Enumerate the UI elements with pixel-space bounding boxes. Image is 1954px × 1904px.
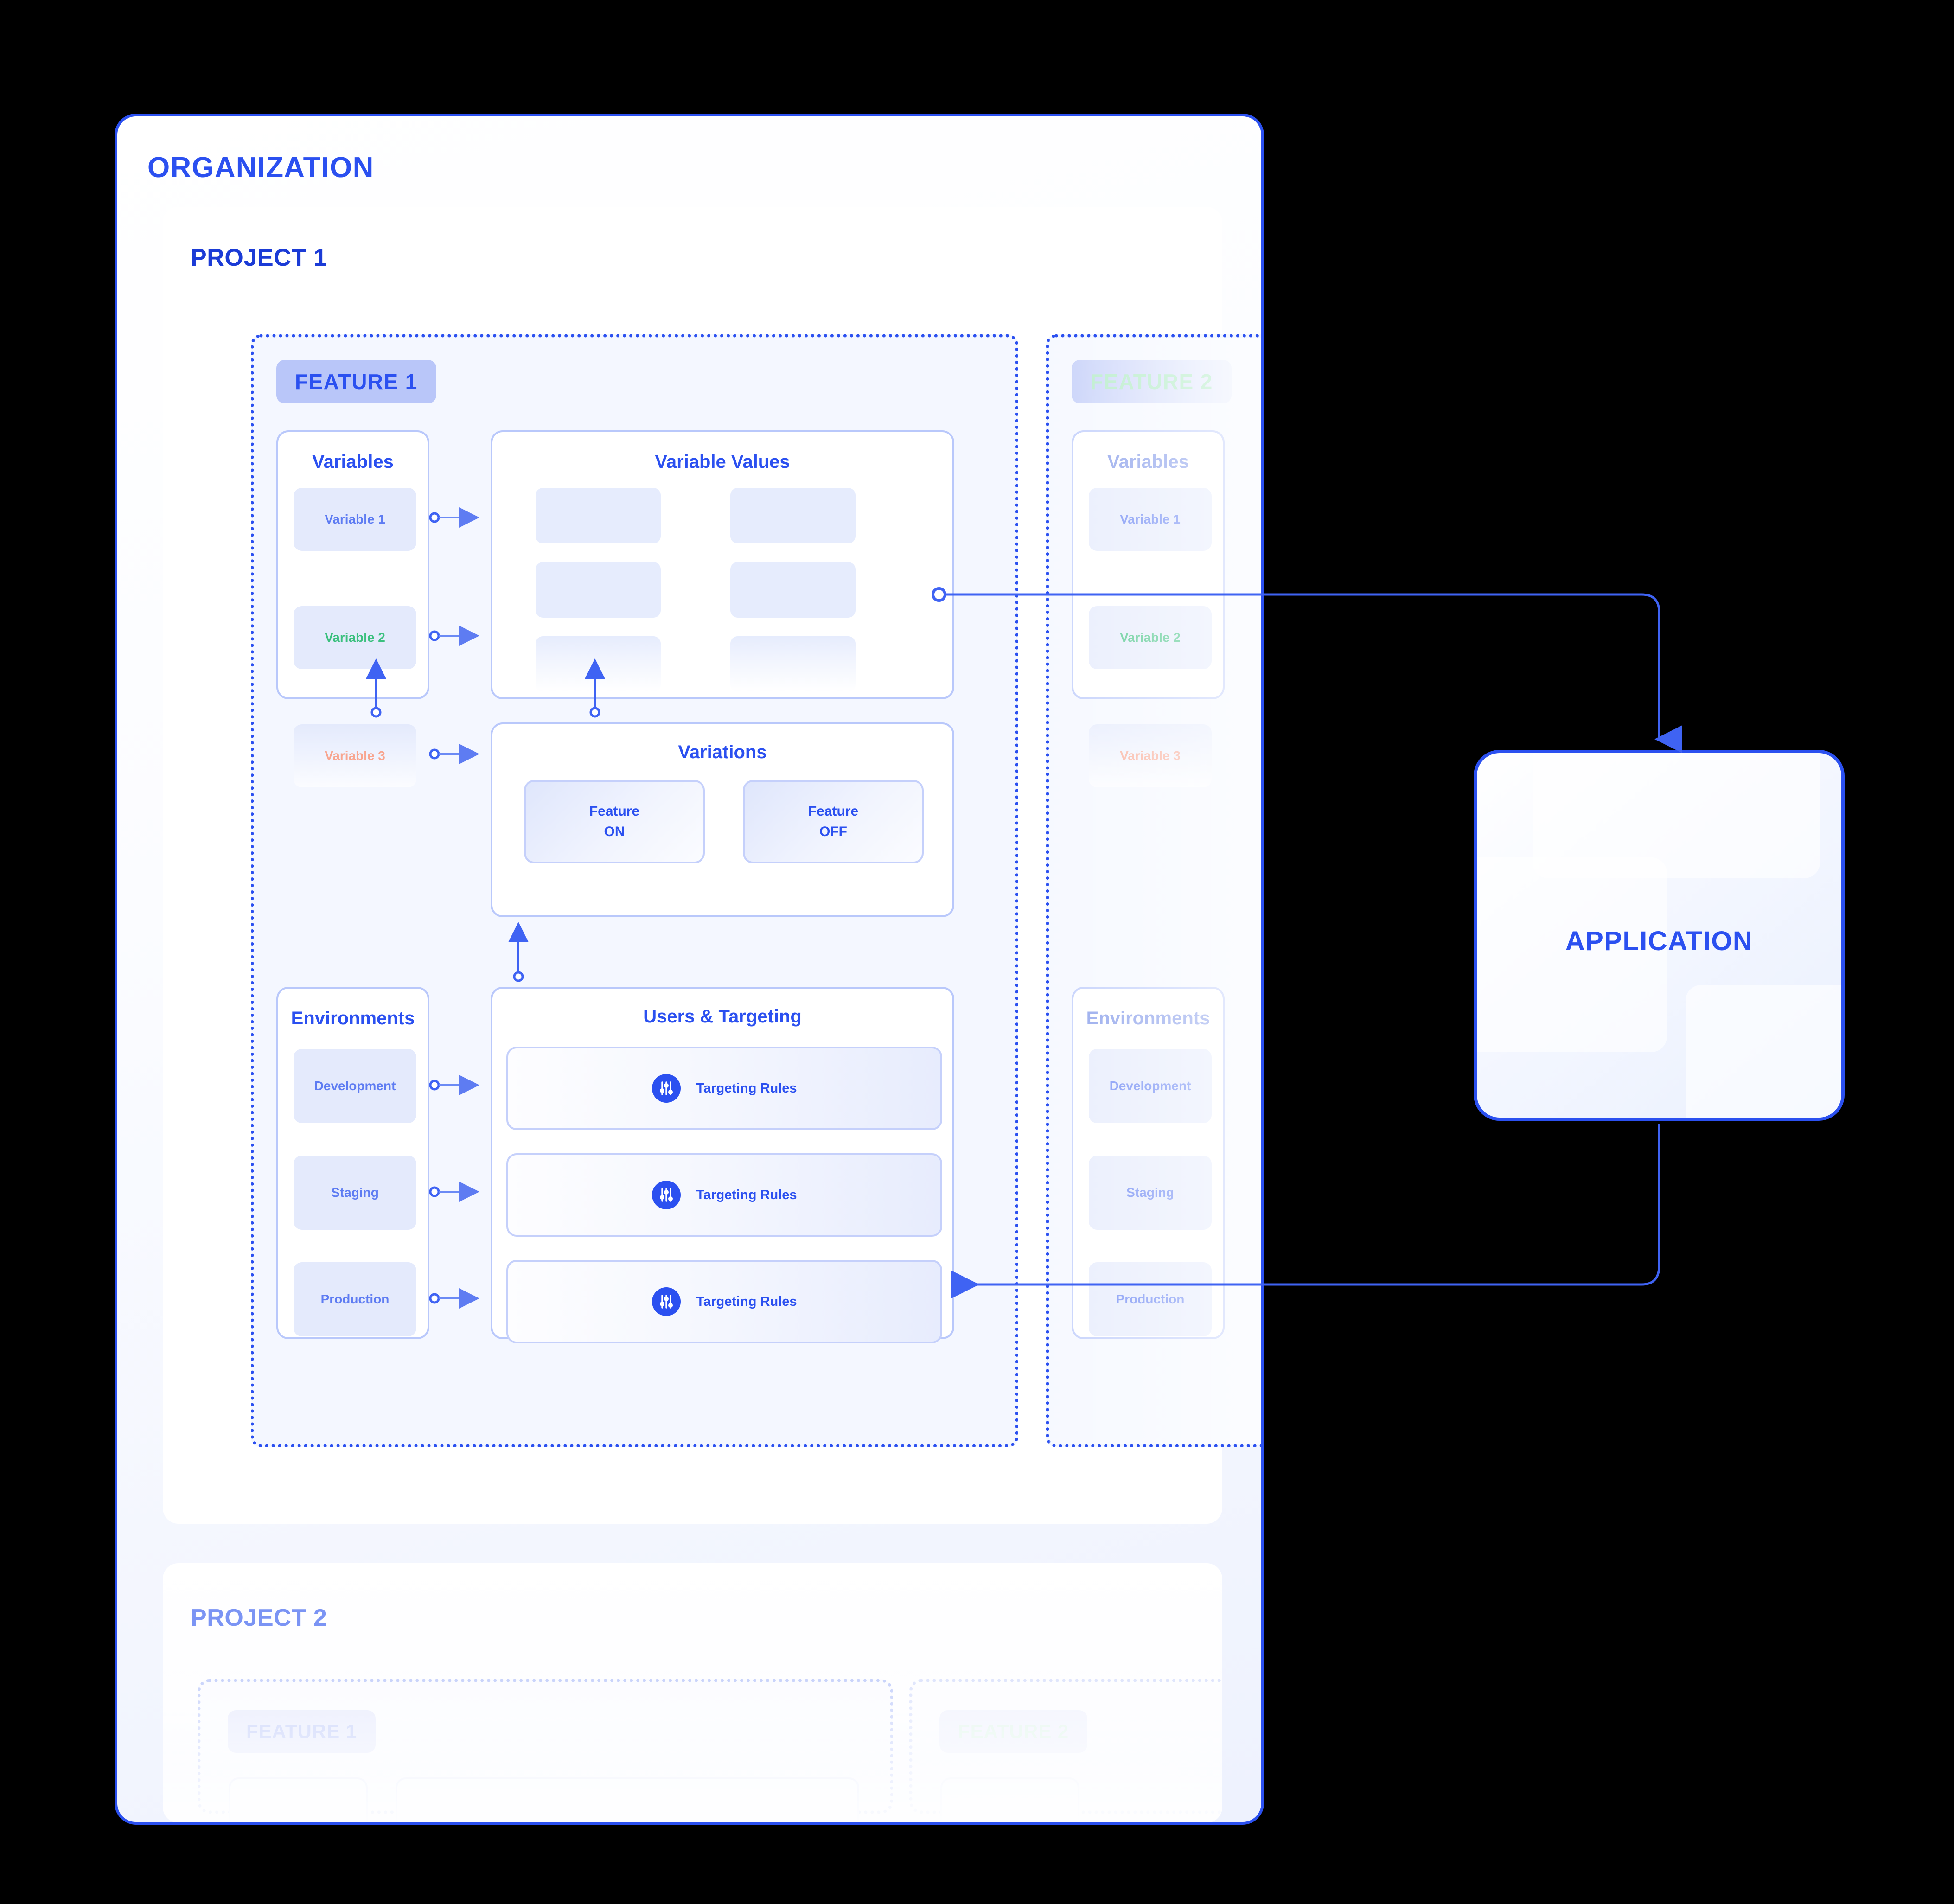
users-and-targeting-panel: Users & Targeting <box>491 987 954 1343</box>
variation-on-line2: ON <box>604 824 625 839</box>
application-box[interactable]: APPLICATION <box>1474 750 1845 1121</box>
environment-tile-staging[interactable]: Staging <box>294 1156 416 1230</box>
variable-tile-2-feature-2[interactable]: Variable 2 <box>1089 606 1212 669</box>
environment-tile-staging-feature-2[interactable]: Staging <box>1089 1156 1212 1230</box>
variables-panel: Variables Variable 1 Variable 2 Variable… <box>276 430 429 787</box>
variables-panel-title-feature-2: Variables <box>1107 452 1189 472</box>
variables-panel-title: Variables <box>312 452 394 472</box>
targeting-rule-label: Targeting Rules <box>696 1080 797 1096</box>
project-2-feature-1-panel[interactable]: FEATURE 1 <box>198 1679 893 1822</box>
project-2-feature-2-panel[interactable]: FEATURE 2 <box>909 1679 1222 1822</box>
variation-off-line1: Feature <box>808 803 859 819</box>
environment-tile-development-feature-2[interactable]: Development <box>1089 1049 1212 1123</box>
users-and-targeting-panel-title: Users & Targeting <box>643 1006 802 1027</box>
variable-value-box[interactable] <box>536 488 661 543</box>
application-decoration <box>1686 985 1841 1118</box>
feature-1-badge[interactable]: FEATURE 1 <box>276 360 436 403</box>
project-2-title: PROJECT 2 <box>191 1604 327 1631</box>
environment-tile-development[interactable]: Development <box>294 1049 416 1123</box>
variation-feature-off[interactable]: Feature OFF <box>743 780 924 863</box>
feature-2-panel[interactable]: FEATURE 2 Variables Variable 1 Variable … <box>1046 334 1261 1447</box>
organization-title: ORGANIZATION <box>147 152 374 184</box>
variable-values-panel-title: Variable Values <box>655 452 790 472</box>
targeting-rule-row[interactable]: Targeting Rules <box>506 1153 942 1237</box>
variable-tile-1-feature-2[interactable]: Variable 1 <box>1089 488 1212 551</box>
targeting-rule-row[interactable]: Targeting Rules <box>506 1047 942 1130</box>
targeting-rule-label: Targeting Rules <box>696 1294 797 1309</box>
project-2-ghost-box <box>229 1777 368 1822</box>
variations-panel-title: Variations <box>678 742 767 762</box>
environments-panel-title: Environments <box>291 1008 415 1029</box>
project-2-ghost-box <box>940 1777 1079 1822</box>
feature-1-panel[interactable]: FEATURE 1 Variables Variable 1 Variable … <box>251 334 1018 1447</box>
project-2-feature-2-badge[interactable]: FEATURE 2 <box>939 1710 1088 1753</box>
environments-panel-title-feature-2: Environments <box>1086 1008 1210 1029</box>
variation-on-line1: Feature <box>589 803 640 819</box>
environment-tile-production-feature-2[interactable]: Production <box>1089 1262 1212 1336</box>
variable-value-box[interactable] <box>536 636 661 692</box>
application-decoration <box>1533 753 1820 878</box>
variable-tile-3[interactable]: Variable 3 <box>294 724 416 787</box>
variation-off-line2: OFF <box>819 824 847 839</box>
variables-panel-feature-2: Variables Variable 1 Variable 2 Variable… <box>1072 430 1225 787</box>
environments-panel: Environments Development Staging Product… <box>276 987 429 1339</box>
variable-value-box[interactable] <box>730 636 856 692</box>
organization-card: ORGANIZATION PROJECT 1 FEATURE 1 Variabl… <box>115 114 1264 1825</box>
project-1-title: PROJECT 1 <box>191 244 327 271</box>
sliders-icon <box>651 1074 681 1103</box>
project-2-feature-1-badge[interactable]: FEATURE 1 <box>228 1710 376 1753</box>
project-1-card: PROJECT 1 FEATURE 1 Variables Variable 1… <box>163 207 1261 1524</box>
variable-tile-3-feature-2[interactable]: Variable 3 <box>1089 724 1212 787</box>
application-label: APPLICATION <box>1565 926 1753 956</box>
project-2-ghost-box <box>396 1777 859 1822</box>
variable-values-panel: Variable Values <box>491 430 954 699</box>
project-2-card: PROJECT 2 FEATURE 1 FEATURE 2 <box>163 1563 1222 1822</box>
targeting-rule-row[interactable]: Targeting Rules <box>506 1260 942 1343</box>
sliders-icon <box>651 1287 681 1316</box>
variation-feature-on[interactable]: Feature ON <box>524 780 705 863</box>
sliders-icon <box>651 1181 681 1209</box>
variable-tile-2[interactable]: Variable 2 <box>294 606 416 669</box>
variable-value-box[interactable] <box>536 562 661 618</box>
variable-value-box[interactable] <box>730 562 856 618</box>
environments-panel-feature-2: Environments Development Staging Product… <box>1072 987 1225 1339</box>
variable-value-box[interactable] <box>730 488 856 543</box>
targeting-rule-label: Targeting Rules <box>696 1187 797 1202</box>
variations-panel: Variations Feature ON Feature OFF <box>491 722 954 917</box>
environment-tile-production[interactable]: Production <box>294 1262 416 1336</box>
application-decoration <box>1477 857 1667 1052</box>
variable-tile-1[interactable]: Variable 1 <box>294 488 416 551</box>
feature-2-badge[interactable]: FEATURE 2 <box>1072 360 1232 403</box>
